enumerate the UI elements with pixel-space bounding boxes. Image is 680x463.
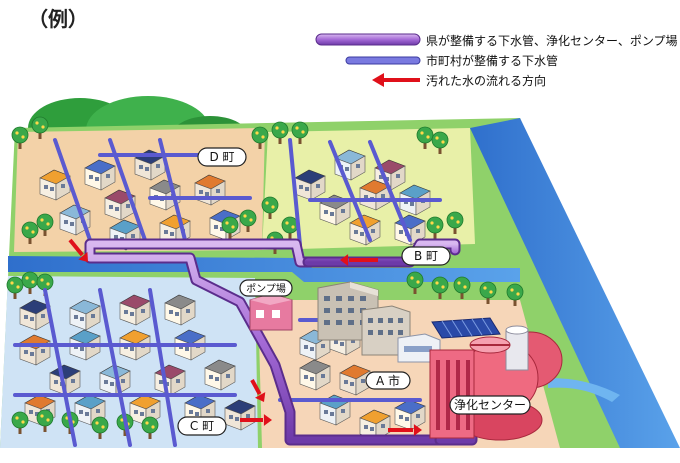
treatment-center-label: 浄化センター: [450, 396, 530, 414]
legend-flow-arrow-label: 汚れた水の流れる方向: [426, 73, 546, 88]
svg-text:B 町: B 町: [414, 249, 438, 263]
c-town-label: C 町: [178, 417, 226, 435]
solar-panel-icon: [432, 318, 500, 338]
pump-station-icon: [250, 294, 292, 330]
legend-municipal-pipe-swatch: [346, 57, 420, 64]
svg-text:浄化センター: 浄化センター: [454, 398, 526, 412]
b-town-label: B 町: [402, 247, 450, 265]
legend-flow-arrow-icon: [372, 73, 420, 87]
legend-municipal-pipe-label: 市町村が整備する下水管: [426, 53, 558, 68]
legend-prefecture-pipe-swatch: [316, 34, 420, 45]
svg-text:C 町: C 町: [190, 419, 214, 433]
svg-text:A 市: A 市: [376, 373, 400, 388]
a-city-label: A 市: [366, 372, 410, 389]
diagram-title: （例）: [28, 7, 88, 31]
legend-prefecture-pipe-label: 県が整備する下水管、浄化センター、ポンプ場: [426, 33, 678, 48]
svg-text:ポンプ場: ポンプ場: [246, 282, 286, 295]
svg-text:D 町: D 町: [209, 150, 234, 164]
d-town-label: D 町: [198, 148, 246, 166]
legend: 県が整備する下水管、浄化センター、ポンプ場 市町村が整備する下水管 汚れた水の流…: [316, 33, 678, 88]
pump-station-label: ポンプ場: [240, 280, 292, 296]
